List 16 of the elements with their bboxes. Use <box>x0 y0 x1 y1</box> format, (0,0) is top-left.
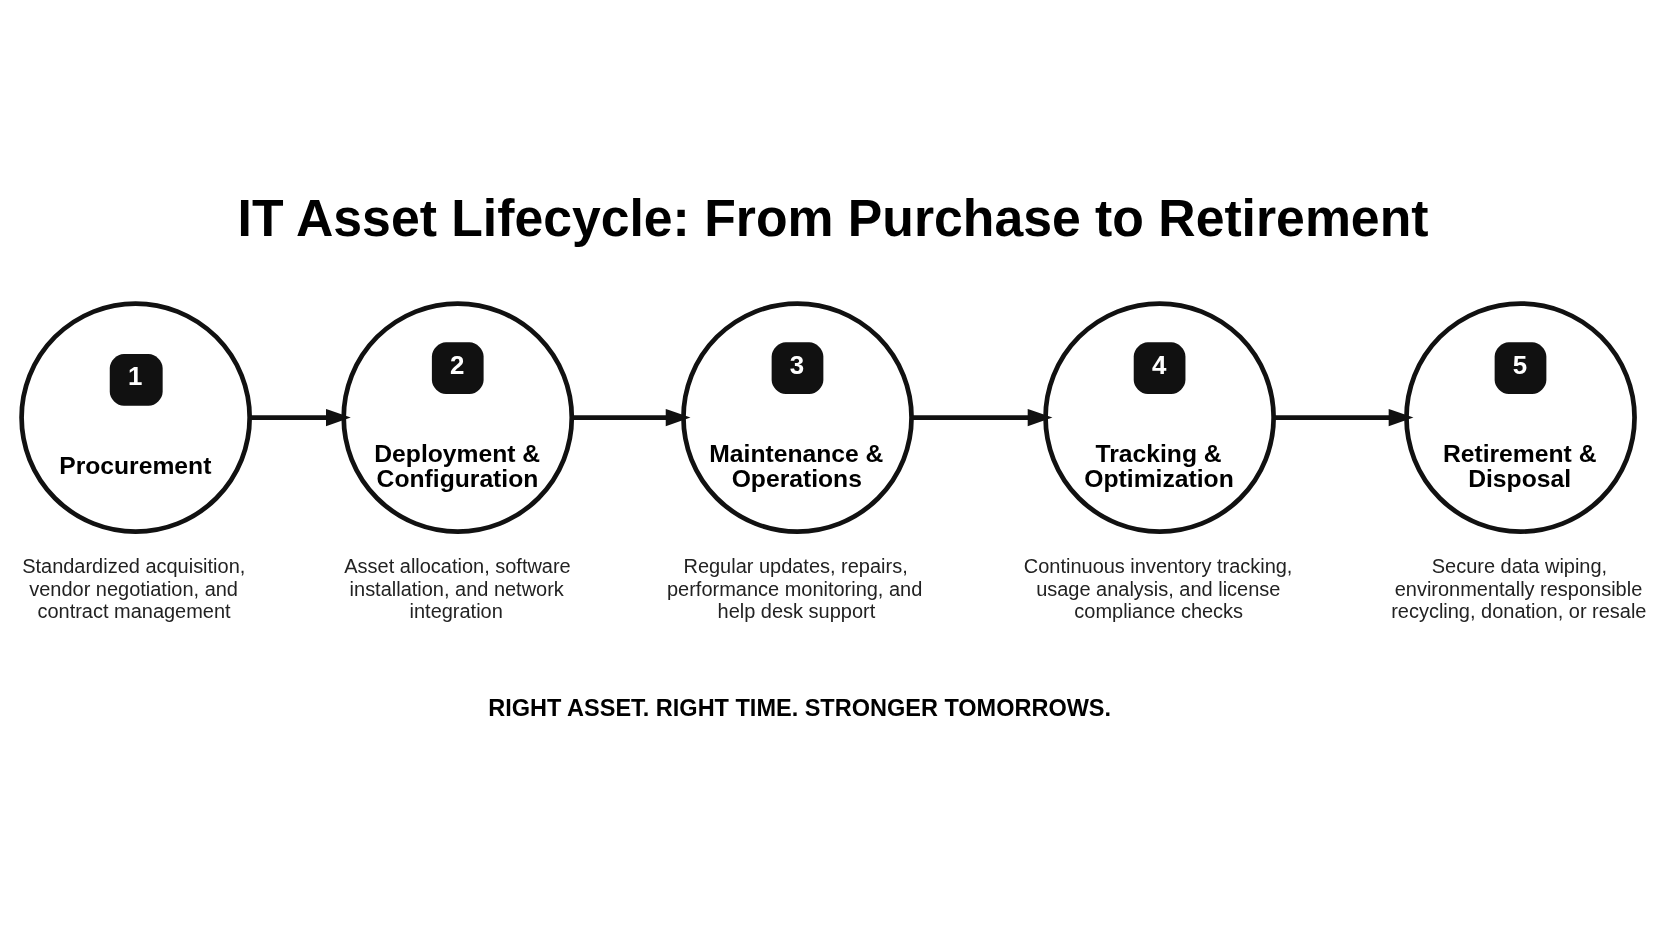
arrow <box>1273 408 1414 427</box>
caption: RIGHT ASSET. RIGHT TIME. STRONGER TOMORROWS. <box>488 695 1112 722</box>
node-label: Standardized acquisition, vendor negotiation, and contract management <box>22 555 246 623</box>
node-circle: 1 Procurement <box>19 301 252 534</box>
diagram-title: IT Asset Lifecycle: From Purchase to Retirement <box>237 188 1429 247</box>
node-label: Asset allocation, software installation, and network integration <box>344 555 571 623</box>
node-circle: 4 Tracking & Optimization <box>1043 301 1276 534</box>
arrow <box>911 408 1053 427</box>
node-circle: 3 Maintenance & Operations <box>681 301 914 534</box>
node-label: Continuous inventory tracking, usage analysis, and license compliance checks <box>1023 555 1293 623</box>
node-label: Secure data wiping, environmentally responsible recycling, donation, or resale <box>1391 555 1647 623</box>
arrow <box>571 408 691 427</box>
node-label: Regular updates, repairs, performance monitoring, and help desk support <box>667 555 923 623</box>
node-circle: 2 Deployment & Configuration <box>341 301 575 534</box>
node-circle: 5 Retirement & Disposal <box>1404 301 1637 534</box>
arrow <box>249 408 351 427</box>
